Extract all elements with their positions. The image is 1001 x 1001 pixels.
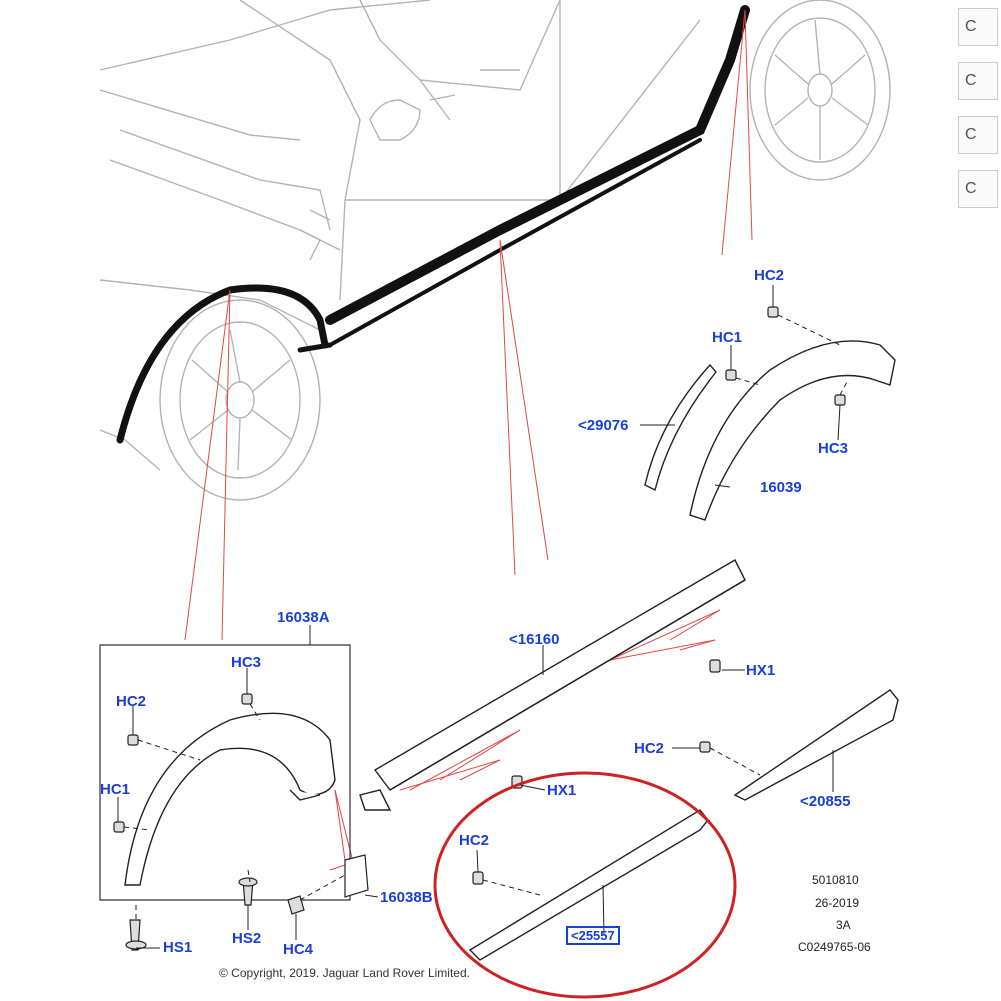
rear-wheel (749, 0, 891, 181)
diagram-code-1: 5010810 (812, 873, 859, 887)
side-button-2[interactable]: C (958, 62, 998, 100)
diagram-code-4: C0249765-06 (798, 940, 871, 954)
label-hs1[interactable]: HS1 (163, 939, 193, 956)
label-leaders (117, 285, 841, 949)
trim-fastener (699, 741, 711, 753)
diagram-code-2: 26-2019 (815, 896, 860, 910)
diagram-code-3: 3A (836, 918, 851, 932)
label-hs2[interactable]: HS2 (232, 930, 262, 947)
label-part-16160[interactable]: <16160 (509, 631, 560, 648)
label-hx1-mid[interactable]: HX1 (547, 782, 577, 799)
sill-moulding-part (359, 559, 746, 811)
label-part-25557[interactable]: <25557 (566, 926, 620, 945)
label-hc2-top[interactable]: HC2 (754, 267, 785, 284)
label-hc1-left[interactable]: HC1 (100, 781, 131, 798)
highlighted-sill-trim-part (468, 809, 709, 961)
front-wheel-arch-part (124, 712, 336, 886)
highlighted-trim (116, 5, 750, 444)
label-hc3-left[interactable]: HC3 (231, 654, 262, 671)
rear-arch-dashed (735, 314, 849, 396)
label-part-29076[interactable]: <29076 (578, 417, 629, 434)
side-button-4[interactable]: C (958, 170, 998, 208)
label-part-16039[interactable]: 16039 (760, 479, 802, 496)
label-hc4[interactable]: HC4 (283, 941, 314, 958)
label-hc2-mid[interactable]: HC2 (634, 740, 665, 757)
rear-lower-trim-part (733, 689, 899, 801)
label-part-16038b[interactable]: 16038B (380, 889, 433, 906)
side-button-1[interactable]: C (958, 8, 998, 46)
copyright-notice: © Copyright, 2019. Jaguar Land Rover Lim… (219, 966, 470, 980)
bottom-fastener (472, 871, 484, 885)
front-wheel (159, 299, 321, 501)
label-part-16038a[interactable]: 16038A (277, 609, 330, 626)
trim-dashed (709, 747, 761, 776)
highlight-circle (433, 771, 737, 999)
label-hc3-top[interactable]: HC3 (818, 440, 849, 457)
rear-wheel-arch-parts (644, 340, 896, 521)
left-box-dashed (123, 703, 346, 920)
label-hc2-left[interactable]: HC2 (116, 693, 147, 710)
label-hc2-bottom[interactable]: HC2 (459, 832, 490, 849)
label-hc1-top[interactable]: HC1 (712, 329, 743, 346)
side-button-3[interactable]: C (958, 116, 998, 154)
label-part-20855[interactable]: <20855 (800, 793, 851, 810)
bottom-dashed (482, 879, 541, 896)
label-hx1-right[interactable]: HX1 (746, 662, 776, 679)
car-outline (99, 0, 701, 471)
